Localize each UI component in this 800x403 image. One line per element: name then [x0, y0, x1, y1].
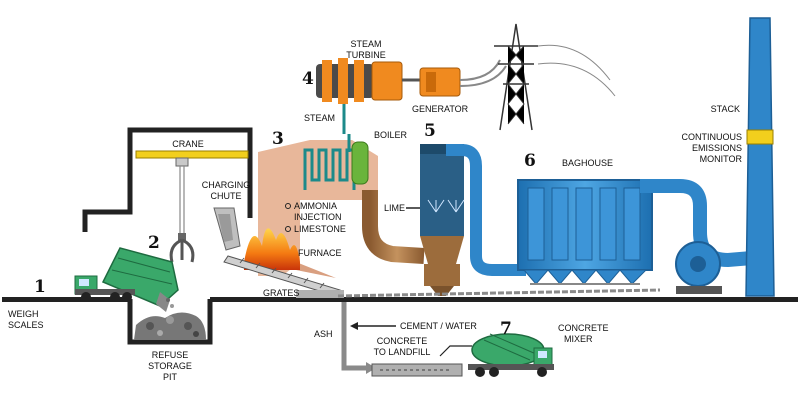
label-ammonia-line2: INJECTION [294, 212, 342, 222]
label-cement-water: CEMENT / WATER [400, 321, 477, 331]
label-cem-line2: EMISSIONS [692, 143, 742, 153]
limestone-injection-point [285, 226, 291, 232]
scrubber [406, 144, 465, 296]
furnace-fire [244, 228, 300, 270]
label-concrete-landfill-line2: TO LANDFILL [374, 347, 431, 357]
label-charging-chute-line1: CHARGING [202, 180, 251, 190]
label-steam-turbine-line1: STEAM [350, 39, 381, 49]
step-number-5: 5 [424, 121, 436, 141]
label-refuse-pit-line3: PIT [163, 372, 178, 382]
stack-duct [640, 179, 753, 294]
grates [223, 255, 344, 298]
flue-duct [362, 190, 425, 264]
boiler-tubes [303, 102, 369, 190]
label-weigh-scales-line2: SCALES [8, 320, 44, 330]
label-concrete-mixer-line1: CONCRETE [558, 323, 609, 333]
steam-turbine [316, 58, 420, 104]
step-number-7: 7 [500, 319, 512, 339]
generator [419, 59, 507, 97]
label-lime: LIME [384, 203, 405, 213]
label-weigh-scales-line1: WEIGH [8, 309, 39, 319]
label-cem-line3: MONITOR [700, 154, 743, 164]
ammonia-injection-point [285, 203, 291, 209]
label-limestone: LIMESTONE [294, 224, 346, 234]
label-baghouse: BAGHOUSE [562, 158, 613, 168]
label-ash: ASH [314, 329, 333, 339]
label-boiler: BOILER [374, 130, 408, 140]
stack [745, 17, 775, 297]
label-ammonia-line1: AMMONIA [294, 201, 337, 211]
step-number-6: 6 [524, 151, 536, 171]
label-concrete-landfill-line1: CONCRETE [377, 336, 428, 346]
tipping-hall-building [82, 127, 253, 232]
label-steam: STEAM [304, 113, 335, 123]
refuse-storage-pit [127, 299, 213, 345]
ground-line [2, 297, 798, 302]
label-charging-chute-line2: CHUTE [211, 191, 242, 201]
charging-chute [213, 207, 241, 251]
label-grates: GRATES [263, 288, 299, 298]
scrubber-to-baghouse-duct [446, 144, 526, 276]
baghouse [517, 179, 653, 285]
label-furnace: FURNACE [298, 248, 342, 258]
transmission-tower [494, 23, 616, 131]
label-steam-turbine-line2: TURBINE [346, 50, 386, 60]
crane [135, 150, 249, 263]
step-number-4: 4 [302, 69, 314, 89]
step-number-3: 3 [272, 129, 284, 149]
ash-handling-line [341, 302, 472, 377]
step-number-1: 1 [34, 277, 46, 297]
garbage-truck [74, 247, 179, 312]
label-refuse-pit-line2: STORAGE [148, 361, 192, 371]
label-cem-line1: CONTINUOUS [682, 132, 743, 142]
label-generator: GENERATOR [412, 104, 469, 114]
label-crane: CRANE [172, 139, 204, 149]
label-stack: STACK [711, 104, 740, 114]
step-number-2: 2 [148, 233, 160, 253]
ash-conveyor [337, 288, 661, 298]
concrete-mixer-truck [468, 333, 554, 377]
label-refuse-pit-line1: REFUSE [152, 350, 189, 360]
label-concrete-mixer-line2: MIXER [564, 334, 593, 344]
